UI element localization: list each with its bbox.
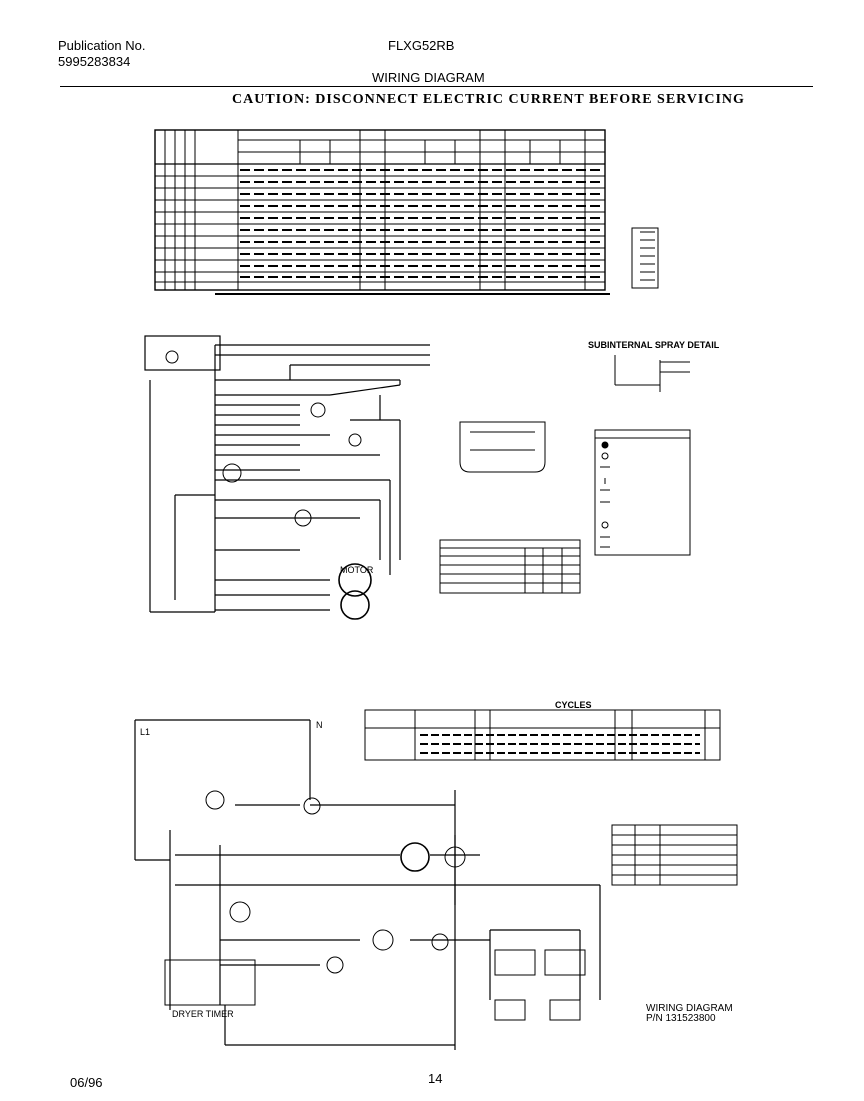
terminal-icon bbox=[601, 452, 609, 460]
publication-number: 5995283834 bbox=[58, 54, 131, 69]
plug-connector bbox=[459, 421, 546, 473]
part-number-label: P/N 131523800 bbox=[646, 1013, 716, 1024]
timer-motor-upper bbox=[222, 463, 242, 483]
header-rule bbox=[60, 86, 813, 87]
plug-in-icon bbox=[601, 441, 609, 449]
flame-sensor bbox=[549, 999, 581, 1021]
high-limit-thermostat bbox=[431, 933, 449, 951]
gas-valve-coil-1 bbox=[494, 949, 536, 976]
timing-bars bbox=[240, 169, 600, 278]
lower-schematic bbox=[134, 719, 601, 1050]
drum-light-circle bbox=[205, 790, 225, 810]
cycles-label: CYCLES bbox=[555, 700, 592, 710]
model-number: FLXG52RB bbox=[388, 38, 455, 53]
spray-detail bbox=[614, 355, 690, 392]
dryer-timer-box bbox=[164, 959, 256, 1006]
valve-upper bbox=[348, 433, 362, 447]
footer-date: 06/96 bbox=[70, 1075, 103, 1090]
timer-sequence-chart bbox=[154, 129, 606, 291]
drive-motor-lower bbox=[229, 901, 251, 923]
cycles-table bbox=[364, 709, 721, 761]
pump-upper bbox=[294, 509, 312, 527]
wiring-codes-box bbox=[594, 429, 691, 556]
thermostat-lower bbox=[326, 956, 344, 974]
upper-schematic bbox=[144, 335, 430, 613]
publication-label: Publication No. bbox=[58, 38, 146, 53]
motor-upper bbox=[338, 563, 372, 597]
caution-banner: CAUTION: DISCONNECT ELECTRIC CURRENT BEF… bbox=[232, 92, 745, 107]
l1-label: L1 bbox=[140, 727, 151, 737]
start-switch-circle bbox=[303, 797, 321, 815]
page-number: 14 bbox=[428, 1071, 443, 1086]
igniter bbox=[494, 999, 526, 1021]
motor-upper-2 bbox=[340, 590, 370, 620]
pump-motor-upper bbox=[310, 402, 326, 418]
motor-lower bbox=[400, 842, 430, 872]
motor-label: MOTOR bbox=[340, 565, 374, 575]
dryer-timer-label: DRYER TIMER bbox=[172, 1009, 234, 1019]
terminal-block bbox=[631, 227, 659, 289]
door-switch-circle bbox=[165, 350, 179, 364]
gas-valve-coil-2 bbox=[544, 949, 586, 976]
page-title: WIRING DIAGRAM bbox=[372, 70, 485, 85]
thermostat-table bbox=[439, 539, 581, 594]
spray-detail-label: SUBINTERNAL SPRAY DETAIL bbox=[588, 340, 720, 350]
motor-lower-2 bbox=[444, 846, 466, 868]
centrifugal-switch bbox=[372, 929, 394, 951]
wiring-diagram-label: WIRING DIAGRAM bbox=[646, 1003, 733, 1014]
n-label: N bbox=[316, 720, 323, 730]
